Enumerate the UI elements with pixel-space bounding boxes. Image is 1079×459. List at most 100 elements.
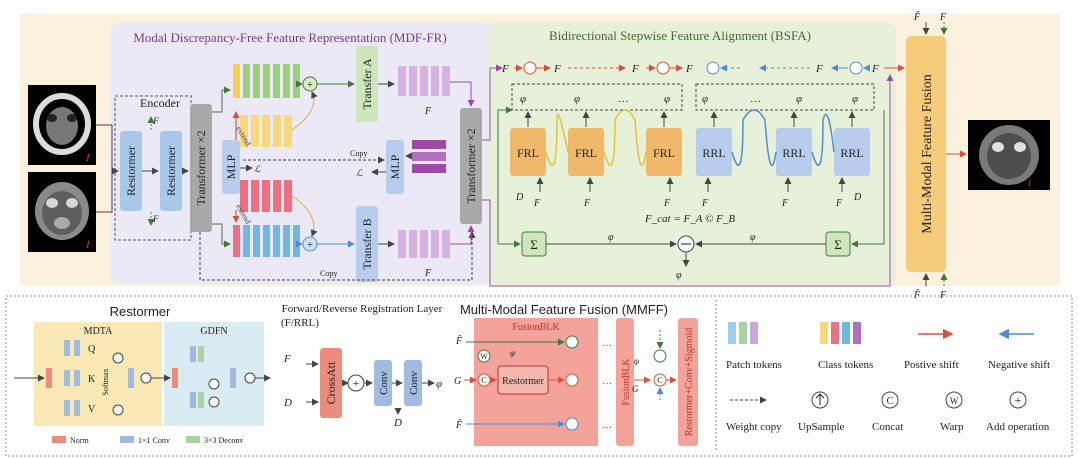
svg-text:φ: φ xyxy=(510,348,515,358)
rrl-label-2: RRL xyxy=(782,146,805,160)
output-fused-image: I xyxy=(968,120,1050,190)
legend-restormer-title: Restormer xyxy=(110,304,171,319)
mmff-head xyxy=(678,318,698,446)
gdfn-label: GDFN xyxy=(200,326,227,337)
svg-text:F: F xyxy=(939,12,947,23)
mlp-left-label: MLP xyxy=(224,154,238,179)
rrl-label-1: RRL xyxy=(702,146,725,160)
svg-text:I: I xyxy=(1027,178,1032,188)
svg-text:+: + xyxy=(1015,393,1022,407)
feature-row: F F F F F F xyxy=(501,63,879,75)
transfer-b-label: Transfer B xyxy=(360,218,374,269)
mmff-restormer-label: Restormer xyxy=(502,376,544,387)
svg-text:F: F xyxy=(701,198,709,209)
svg-text:D: D xyxy=(393,417,402,429)
crossatt-label: CrossAtt xyxy=(324,361,338,404)
legend-negative-shift: Negative shift xyxy=(988,359,1050,371)
legend-frame xyxy=(5,295,1073,457)
mdta-region xyxy=(34,322,162,426)
svg-text:F̂: F̂ xyxy=(455,334,463,347)
copy-label-mid: Copy xyxy=(350,149,367,158)
svg-text:ℒ: ℒ xyxy=(254,164,261,174)
svg-text:D: D xyxy=(515,192,524,203)
legend-warp: Warp xyxy=(940,421,964,433)
svg-text:+: + xyxy=(307,79,313,91)
transferred-tokens-b xyxy=(398,230,450,258)
sigma-left-label: Σ xyxy=(530,237,538,252)
svg-text:I: I xyxy=(85,152,91,164)
mdta-softmax: Softmax xyxy=(101,368,110,395)
encoder-label: Encoder xyxy=(140,96,180,110)
rrl-label-3: RRL xyxy=(840,146,863,160)
rrl-blocks xyxy=(696,128,870,176)
mmff-head-label: Restormer+Conv+Sigmoid xyxy=(684,328,695,437)
legend-conv1: 1×1 Conv xyxy=(138,436,170,445)
svg-text:F: F xyxy=(424,268,432,279)
restormer-block-1 xyxy=(120,131,142,211)
svg-text:F: F xyxy=(152,214,159,224)
legend-positive-shift: Postive shift xyxy=(904,359,959,371)
svg-text:F: F xyxy=(424,106,432,117)
frl-blocks xyxy=(510,128,682,176)
svg-text:F: F xyxy=(583,198,591,209)
svg-text:F: F xyxy=(663,198,671,209)
legend-warp-icon: W xyxy=(945,391,963,409)
restormer-block-2 xyxy=(160,131,182,211)
input-image-ct: I xyxy=(28,85,96,165)
svg-text:W: W xyxy=(480,352,488,361)
svg-text:F: F xyxy=(553,63,561,75)
phi-labels: φ φ φ φ φ φ … … xyxy=(520,93,858,105)
svg-text:F̂: F̂ xyxy=(455,418,463,431)
concat-equation: F_cat = F_A © F_B xyxy=(644,213,735,225)
svg-text:G: G xyxy=(454,376,461,387)
transformer-left xyxy=(190,104,212,232)
transfer-a-block xyxy=(356,46,378,122)
svg-text:F: F xyxy=(685,63,693,75)
mdta-q: Q xyxy=(88,344,96,355)
svg-text:F: F xyxy=(501,63,509,75)
frl-conv-1 xyxy=(374,360,392,406)
legend-add: Add operation xyxy=(986,421,1050,433)
mmf-label: Multi-Modal Feature Fusion xyxy=(920,74,935,233)
frl-conv-2-label: Conv xyxy=(408,371,420,395)
svg-text:F: F xyxy=(152,116,159,126)
svg-text:φ: φ xyxy=(608,232,614,243)
svg-text:F: F xyxy=(871,63,879,75)
legend-class-tokens-icon xyxy=(820,322,861,344)
svg-text:…: … xyxy=(602,420,612,431)
svg-text:+: + xyxy=(353,376,360,390)
mlp-right-label: MLP xyxy=(388,154,402,179)
class-token-stack-a xyxy=(240,115,292,147)
mlp-right xyxy=(386,140,404,194)
phi-box-reverse xyxy=(695,83,875,111)
svg-text:φ: φ xyxy=(796,93,802,105)
legend-norm: Norm xyxy=(70,436,89,445)
svg-text:C: C xyxy=(657,376,662,385)
legend-upsample-icon xyxy=(811,391,829,409)
legend-frl-title: Forward/Reverse Registration Layer xyxy=(282,303,443,315)
svg-text:F: F xyxy=(283,353,291,365)
fusionblk-2 xyxy=(616,318,634,446)
legend-patch-tokens: Patch tokens xyxy=(726,359,782,371)
phi-box-forward xyxy=(511,83,683,111)
legend-mmff-title: Multi-Modal Feature Fusion (MMFF) xyxy=(460,302,668,317)
svg-text:C: C xyxy=(481,376,486,385)
svg-text:F̂: F̂ xyxy=(913,288,921,301)
svg-text:φ: φ xyxy=(676,270,682,281)
transfer-b-block xyxy=(356,206,378,282)
transformer-right-label: Transformer ×2 xyxy=(464,128,478,203)
svg-text:…: … xyxy=(602,338,612,349)
svg-text:φ: φ xyxy=(574,93,580,105)
frl-label-1: FRL xyxy=(517,146,539,160)
input-image-mri: I xyxy=(28,172,96,252)
legend-add-icon: + xyxy=(1009,391,1027,409)
mdta-label: MDTA xyxy=(84,326,113,337)
mlp-left xyxy=(222,140,240,194)
bsfa-title: Bidirectional Stepwise Feature Alignment… xyxy=(549,28,811,43)
restormer-block-1-label: Restormer xyxy=(124,146,138,196)
frl-label-3: FRL xyxy=(653,146,675,160)
svg-text:F: F xyxy=(631,63,639,75)
svg-text:φ: φ xyxy=(852,93,858,105)
mdta-k: K xyxy=(88,374,96,385)
